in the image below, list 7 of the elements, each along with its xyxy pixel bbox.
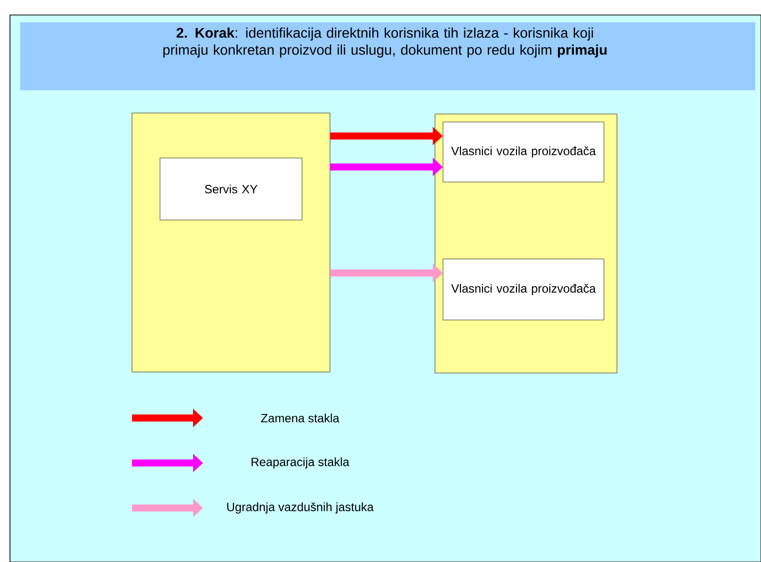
legend-label: Ugradnja vazdušnih jastuka: [227, 502, 374, 514]
text-box: Vlasnici vozila proizvođača: [442, 122, 604, 182]
text-box: Vlasnici vozila proizvođača: [442, 258, 604, 320]
title-banner: 2. Korak: identifikacija direktnih korisnika tih izlaza - korisnika koji primaju konkretan proizvod ili uslugu, dokument po redu kojim primaju: [20, 22, 756, 90]
text-box: Servis XY: [160, 158, 302, 220]
legend-label: Zamena stakla: [261, 414, 340, 422]
legend-label: Reaparacija stakla: [252, 457, 350, 469]
